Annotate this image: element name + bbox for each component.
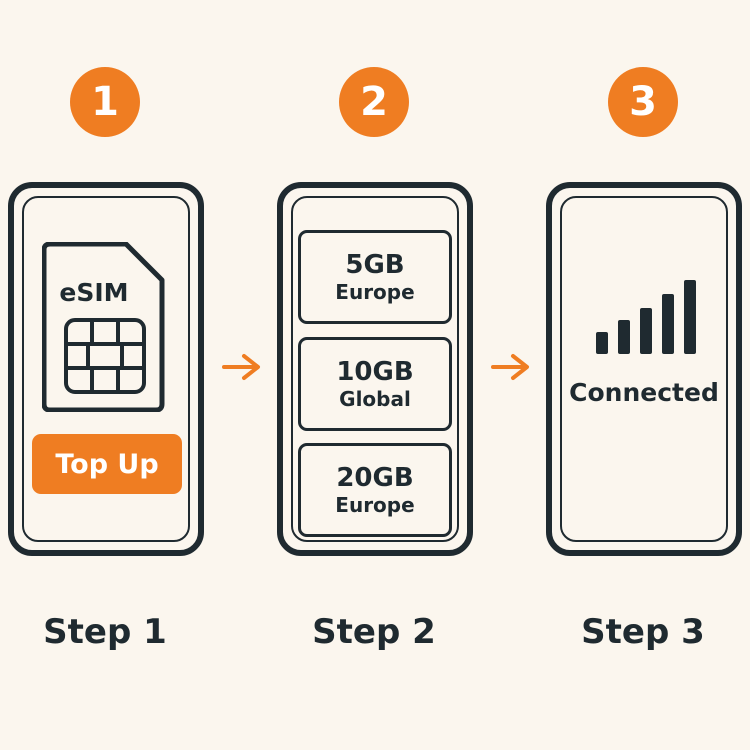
plan-region: Europe bbox=[335, 493, 415, 517]
plan-region: Europe bbox=[335, 280, 415, 304]
plan-region: Global bbox=[339, 387, 411, 411]
step-2-badge: 2 bbox=[339, 67, 409, 137]
plan-data-amount: 20GB bbox=[336, 463, 414, 493]
top-up-button[interactable]: Top Up bbox=[32, 434, 182, 494]
step-3-badge: 3 bbox=[608, 67, 678, 137]
plan-data-amount: 5GB bbox=[345, 250, 405, 280]
step-2-label: Step 2 bbox=[312, 612, 436, 652]
connection-status: Connected bbox=[569, 378, 719, 407]
arrow-right-icon bbox=[222, 354, 260, 380]
phone-screen-1 bbox=[22, 196, 190, 542]
signal-bars-icon bbox=[596, 280, 696, 354]
plan-option-5gb-europe[interactable]: 5GB Europe bbox=[298, 230, 452, 324]
esim-label: eSIM bbox=[59, 278, 129, 307]
phone-screen-2 bbox=[291, 196, 459, 542]
sim-card-icon bbox=[42, 242, 165, 412]
plan-option-10gb-global[interactable]: 10GB Global bbox=[298, 337, 452, 431]
step-1-label: Step 1 bbox=[43, 612, 167, 652]
step-1-badge: 1 bbox=[70, 67, 140, 137]
phone-screen-3 bbox=[560, 196, 728, 542]
phone-step-3 bbox=[546, 182, 742, 556]
step-3-label: Step 3 bbox=[581, 612, 705, 652]
arrow-right-icon bbox=[491, 354, 529, 380]
plan-option-20gb-europe[interactable]: 20GB Europe bbox=[298, 443, 452, 537]
plan-data-amount: 10GB bbox=[336, 357, 414, 387]
